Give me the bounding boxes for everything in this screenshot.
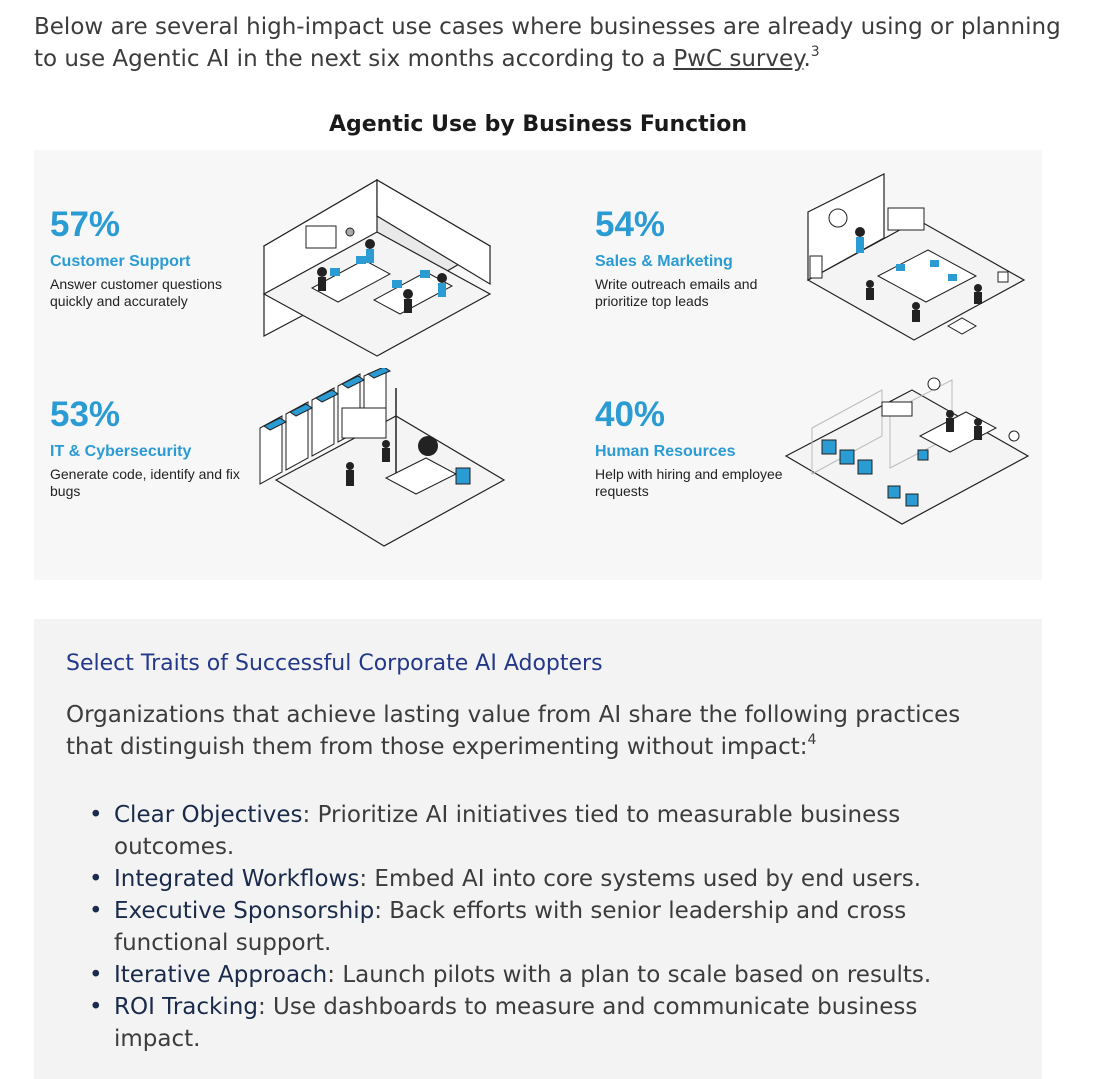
server-room-illustration: [259, 368, 506, 547]
business-function-infographic: 57% Customer Support Answer customer que…: [34, 150, 1042, 580]
panel-lead: Organizations that achieve lasting value…: [66, 699, 986, 763]
trait-text: : Prioritize AI initiatives tied to meas…: [114, 802, 901, 860]
footnote-marker[interactable]: 3: [810, 44, 820, 60]
trait-text: : Use dashboards to measure and communic…: [114, 994, 918, 1052]
trait-term: Iterative Approach: [114, 962, 328, 988]
list-item: • Integrated Workflows: Embed AI into cor…: [89, 863, 989, 895]
bullet-icon: •: [89, 898, 103, 924]
footnote-marker[interactable]: 4: [807, 732, 817, 748]
stat-percentage: 54%: [595, 205, 666, 244]
list-item: • Clear Objectives: Prioritize AI initiat…: [89, 799, 989, 863]
trait-term: Executive Sponsorship: [114, 898, 375, 924]
list-item: • Executive Sponsorship: Back efforts wit…: [89, 895, 989, 959]
stat-function-name: Human Resources: [595, 443, 736, 460]
list-item: • Iterative Approach: Launch pilots with …: [89, 959, 989, 991]
trait-text: : Back efforts with senior leadership an…: [114, 898, 907, 956]
trait-term: Clear Objectives: [114, 802, 303, 828]
stat-customer-support: 57% Customer Support Answer customer que…: [50, 206, 240, 310]
trait-text: : Launch pilots with a plan to scale bas…: [327, 962, 932, 988]
list-item: • ROI Tracking: Use dashboards to measure…: [89, 991, 989, 1055]
traits-list: • Clear Objectives: Prioritize AI initiat…: [89, 799, 989, 1055]
intro-text-end: .: [803, 46, 811, 72]
stat-human-resources: 40% Human Resources Help with hiring and…: [595, 396, 785, 500]
stat-description: Write outreach emails and prioritize top…: [595, 276, 758, 309]
stat-percentage: 57%: [50, 205, 121, 244]
panel-title: Select Traits of Successful Corporate AI…: [66, 651, 603, 676]
panel-lead-text: Organizations that achieve lasting value…: [66, 702, 961, 760]
stat-function-name: IT & Cybersecurity: [50, 443, 192, 460]
pwc-survey-link[interactable]: PwC survey: [673, 46, 804, 72]
bullet-icon: •: [89, 802, 103, 828]
meeting-room-illustration: [806, 173, 1026, 341]
traits-panel: Select Traits of Successful Corporate AI…: [34, 619, 1042, 1079]
trait-term: Integrated Workflows: [114, 866, 360, 892]
stat-function-name: Sales & Marketing: [595, 253, 733, 270]
stat-percentage: 53%: [50, 395, 121, 434]
bullet-icon: •: [89, 994, 103, 1020]
trait-term: ROI Tracking: [114, 994, 258, 1020]
trait-text: : Embed AI into core systems used by end…: [359, 866, 922, 892]
stat-percentage: 40%: [595, 395, 666, 434]
stat-description: Answer customer questions quickly and ac…: [50, 276, 222, 309]
stat-sales-marketing: 54% Sales & Marketing Write outreach ema…: [595, 206, 785, 310]
office-desks-illustration: [262, 178, 492, 357]
stat-it-cybersecurity: 53% IT & Cybersecurity Generate code, id…: [50, 396, 240, 500]
bullet-icon: •: [89, 962, 103, 988]
reception-area-illustration: [784, 377, 1030, 525]
intro-paragraph: Below are several high-impact use cases …: [34, 11, 1074, 75]
stat-function-name: Customer Support: [50, 253, 191, 270]
stat-description: Help with hiring and employee requests: [595, 466, 783, 499]
figure-title: Agentic Use by Business Function: [328, 112, 748, 137]
bullet-icon: •: [89, 866, 103, 892]
stat-description: Generate code, identify and fix bugs: [50, 466, 240, 499]
intro-text: Below are several high-impact use cases …: [34, 14, 1061, 72]
